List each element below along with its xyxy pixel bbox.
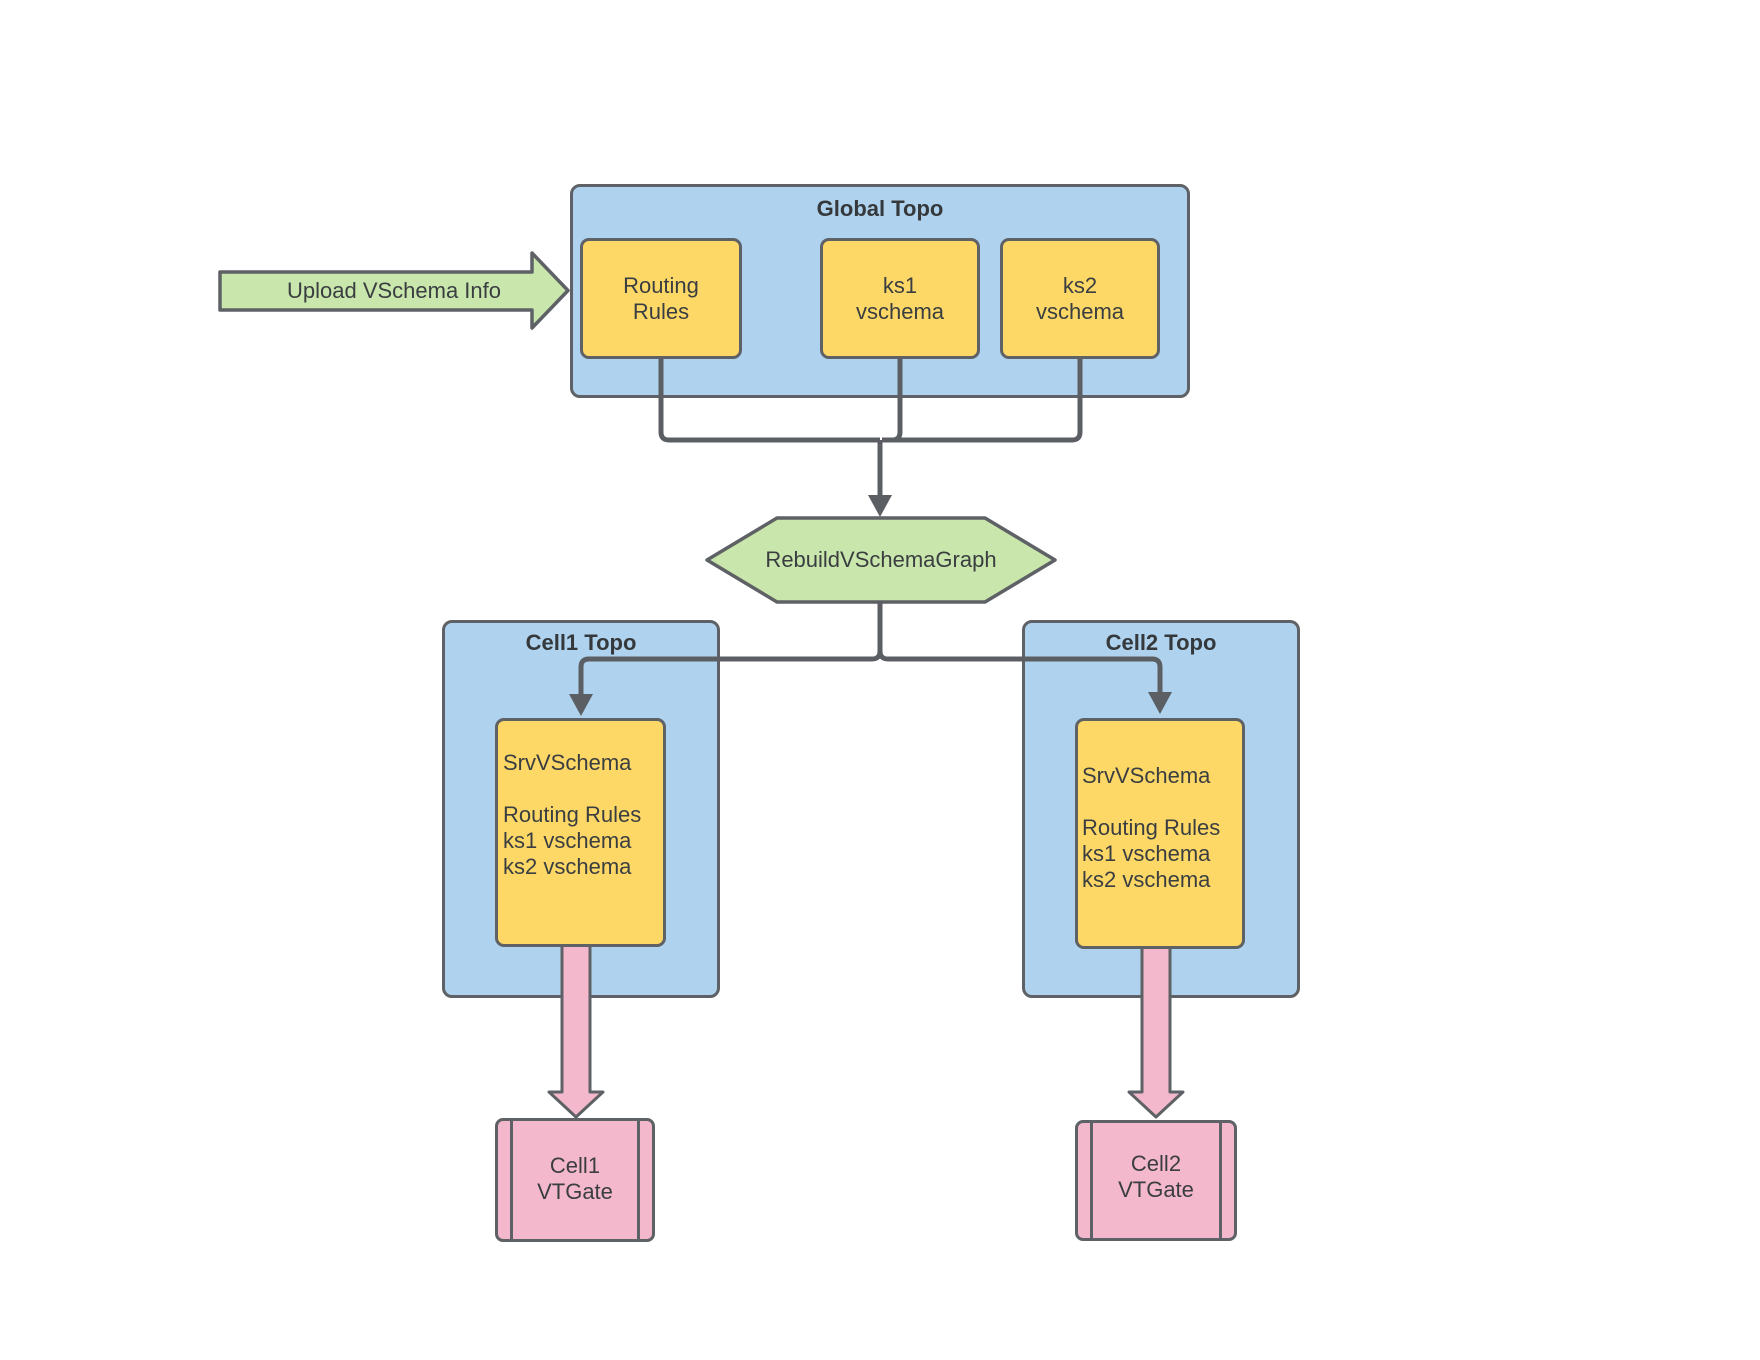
cell2-vtgate-right-stripe — [1219, 1123, 1222, 1238]
cell1-vtgate-left-stripe — [510, 1121, 513, 1239]
node-routing-rules-label: Routing Rules — [623, 272, 699, 324]
global-topo-title: Global Topo — [816, 196, 944, 221]
cell2-vtgate-label: Cell2 VTGate — [1118, 1151, 1194, 1202]
cell2-topo-title: Cell2 Topo — [1105, 630, 1217, 655]
node-ks1-vschema-label: ks1 vschema — [855, 272, 945, 324]
cell2-vtgate-box — [1075, 1120, 1237, 1241]
cell1-srvvschema-text: SrvVSchema Routing Rules ks1 vschema ks2… — [503, 750, 642, 879]
rebuild-vschemagraph-label: RebuildVSchemaGraph — [765, 547, 997, 572]
node-ks2-vschema: ks2 vschema — [1000, 238, 1160, 359]
upload-vschema-arrow-label: Upload VSchema Info — [286, 278, 502, 303]
node-routing-rules: Routing Rules — [580, 238, 742, 359]
cell1-vtgate-label: Cell1 VTGate — [537, 1153, 613, 1204]
cell2-srvvschema-node — [1075, 718, 1245, 949]
cell2-vtgate-left-stripe — [1090, 1123, 1093, 1238]
cell1-vtgate-right-stripe — [637, 1121, 640, 1239]
cell1-srvvschema-node — [495, 718, 666, 947]
cell1-topo-title: Cell1 Topo — [525, 630, 637, 655]
node-ks1-vschema: ks1 vschema — [820, 238, 980, 359]
arrowhead-to-rebuild — [868, 495, 892, 517]
cell2-srvvschema-text: SrvVSchema Routing Rules ks1 vschema ks2… — [1082, 763, 1221, 892]
cell1-vtgate-box — [495, 1118, 655, 1242]
node-ks2-vschema-label: ks2 vschema — [1035, 272, 1125, 324]
